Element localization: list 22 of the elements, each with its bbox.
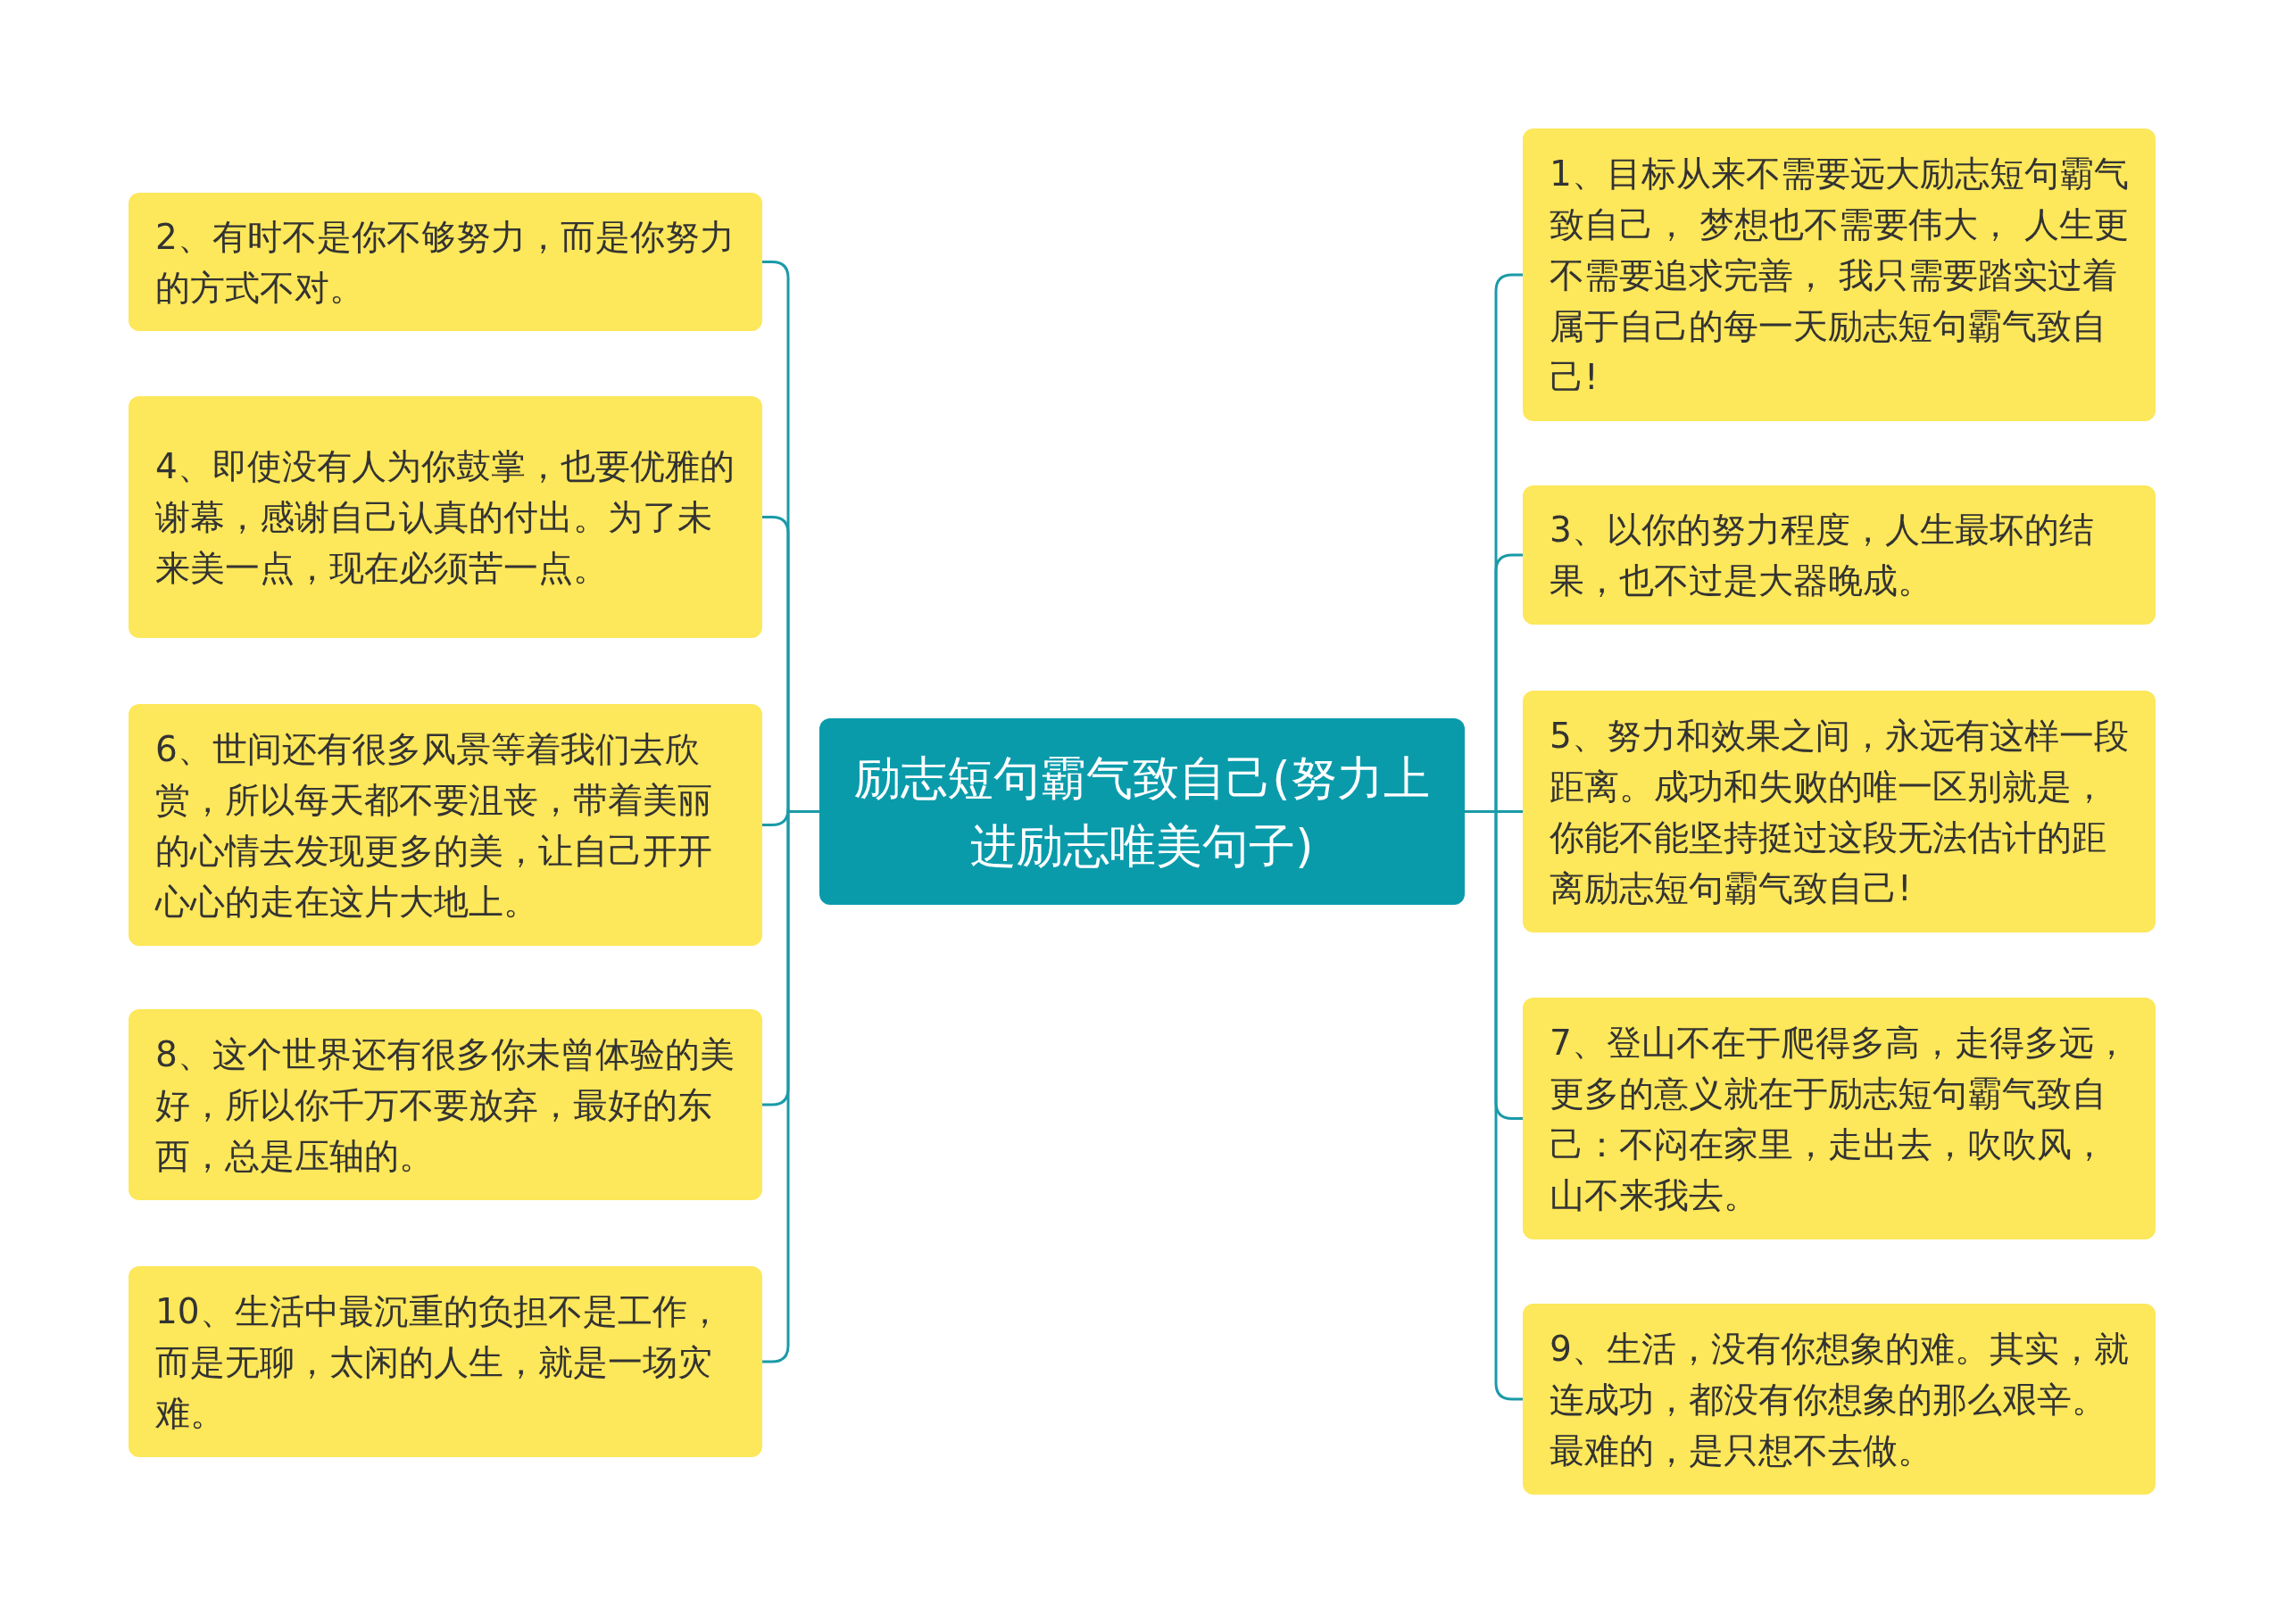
node-text: 5、努力和效果之间，永远有这样一段距离。成功和失败的唯一区别就是，你能不能坚持挺过这段无法估计的距离励志短句霸气致自己!: [1550, 714, 2129, 910]
node-text: 6、世间还有很多风景等着我们去欣赏，所以每天都不要沮丧，带着美丽的心情去发现更多的美，让自己开开心心的走在这片大地上。: [155, 727, 713, 924]
node-text: 4、即使没有人为你鼓掌，也要优雅的谢幕，感谢自己认真的付出。为了未来美一点，现在必须苦一点。: [155, 445, 735, 590]
note-box: [1523, 485, 2156, 625]
topic-box: [819, 718, 1465, 905]
node-text: 8、这个世界还有很多你未曾体验的美好，所以你千万不要放弃，最好的东西，总是压轴的。: [155, 1032, 735, 1178]
note-box: [129, 1009, 762, 1200]
node-text: 7、登山不在于爬得多高，走得多远，更多的意义就在于励志短句霸气致自己：不闷在家里，走出去，吹吹风，山不来我去。: [1550, 1021, 2129, 1217]
node-text: 10、生活中最沉重的负担不是工作，而是无聊，太闲的人生，就是一场灾难。: [155, 1289, 723, 1435]
node-text: 3、以你的努力程度，人生最坏的结果，也不过是大器晚成。: [1550, 509, 2095, 602]
note-box: [1523, 691, 2156, 932]
note-box: [129, 193, 762, 331]
note-box: [129, 704, 762, 946]
note-box: [1523, 998, 2156, 1239]
note-box: [129, 1266, 762, 1457]
node-text: 励志短句霸气致自己(努力上进励志唯美句子): [853, 750, 1431, 874]
node-text: 9、生活，没有你想象的难。其实，就连成功，都没有你想象的那么艰辛。最难的，是只想不去做。: [1550, 1327, 2129, 1472]
note-box: [129, 396, 762, 638]
note-box: [1523, 1304, 2156, 1495]
node-text: 1、目标从来不需要远大励志短句霸气致自己， 梦想也不需要伟大， 人生更不需要追求完善， 我只需要踏实过着属于自己的每一天励志短句霸气致自己!: [1550, 152, 2129, 399]
node-text: 2、有时不是你不够努力，而是你努力的方式不对。: [155, 215, 735, 310]
note-box: [1523, 128, 2156, 421]
